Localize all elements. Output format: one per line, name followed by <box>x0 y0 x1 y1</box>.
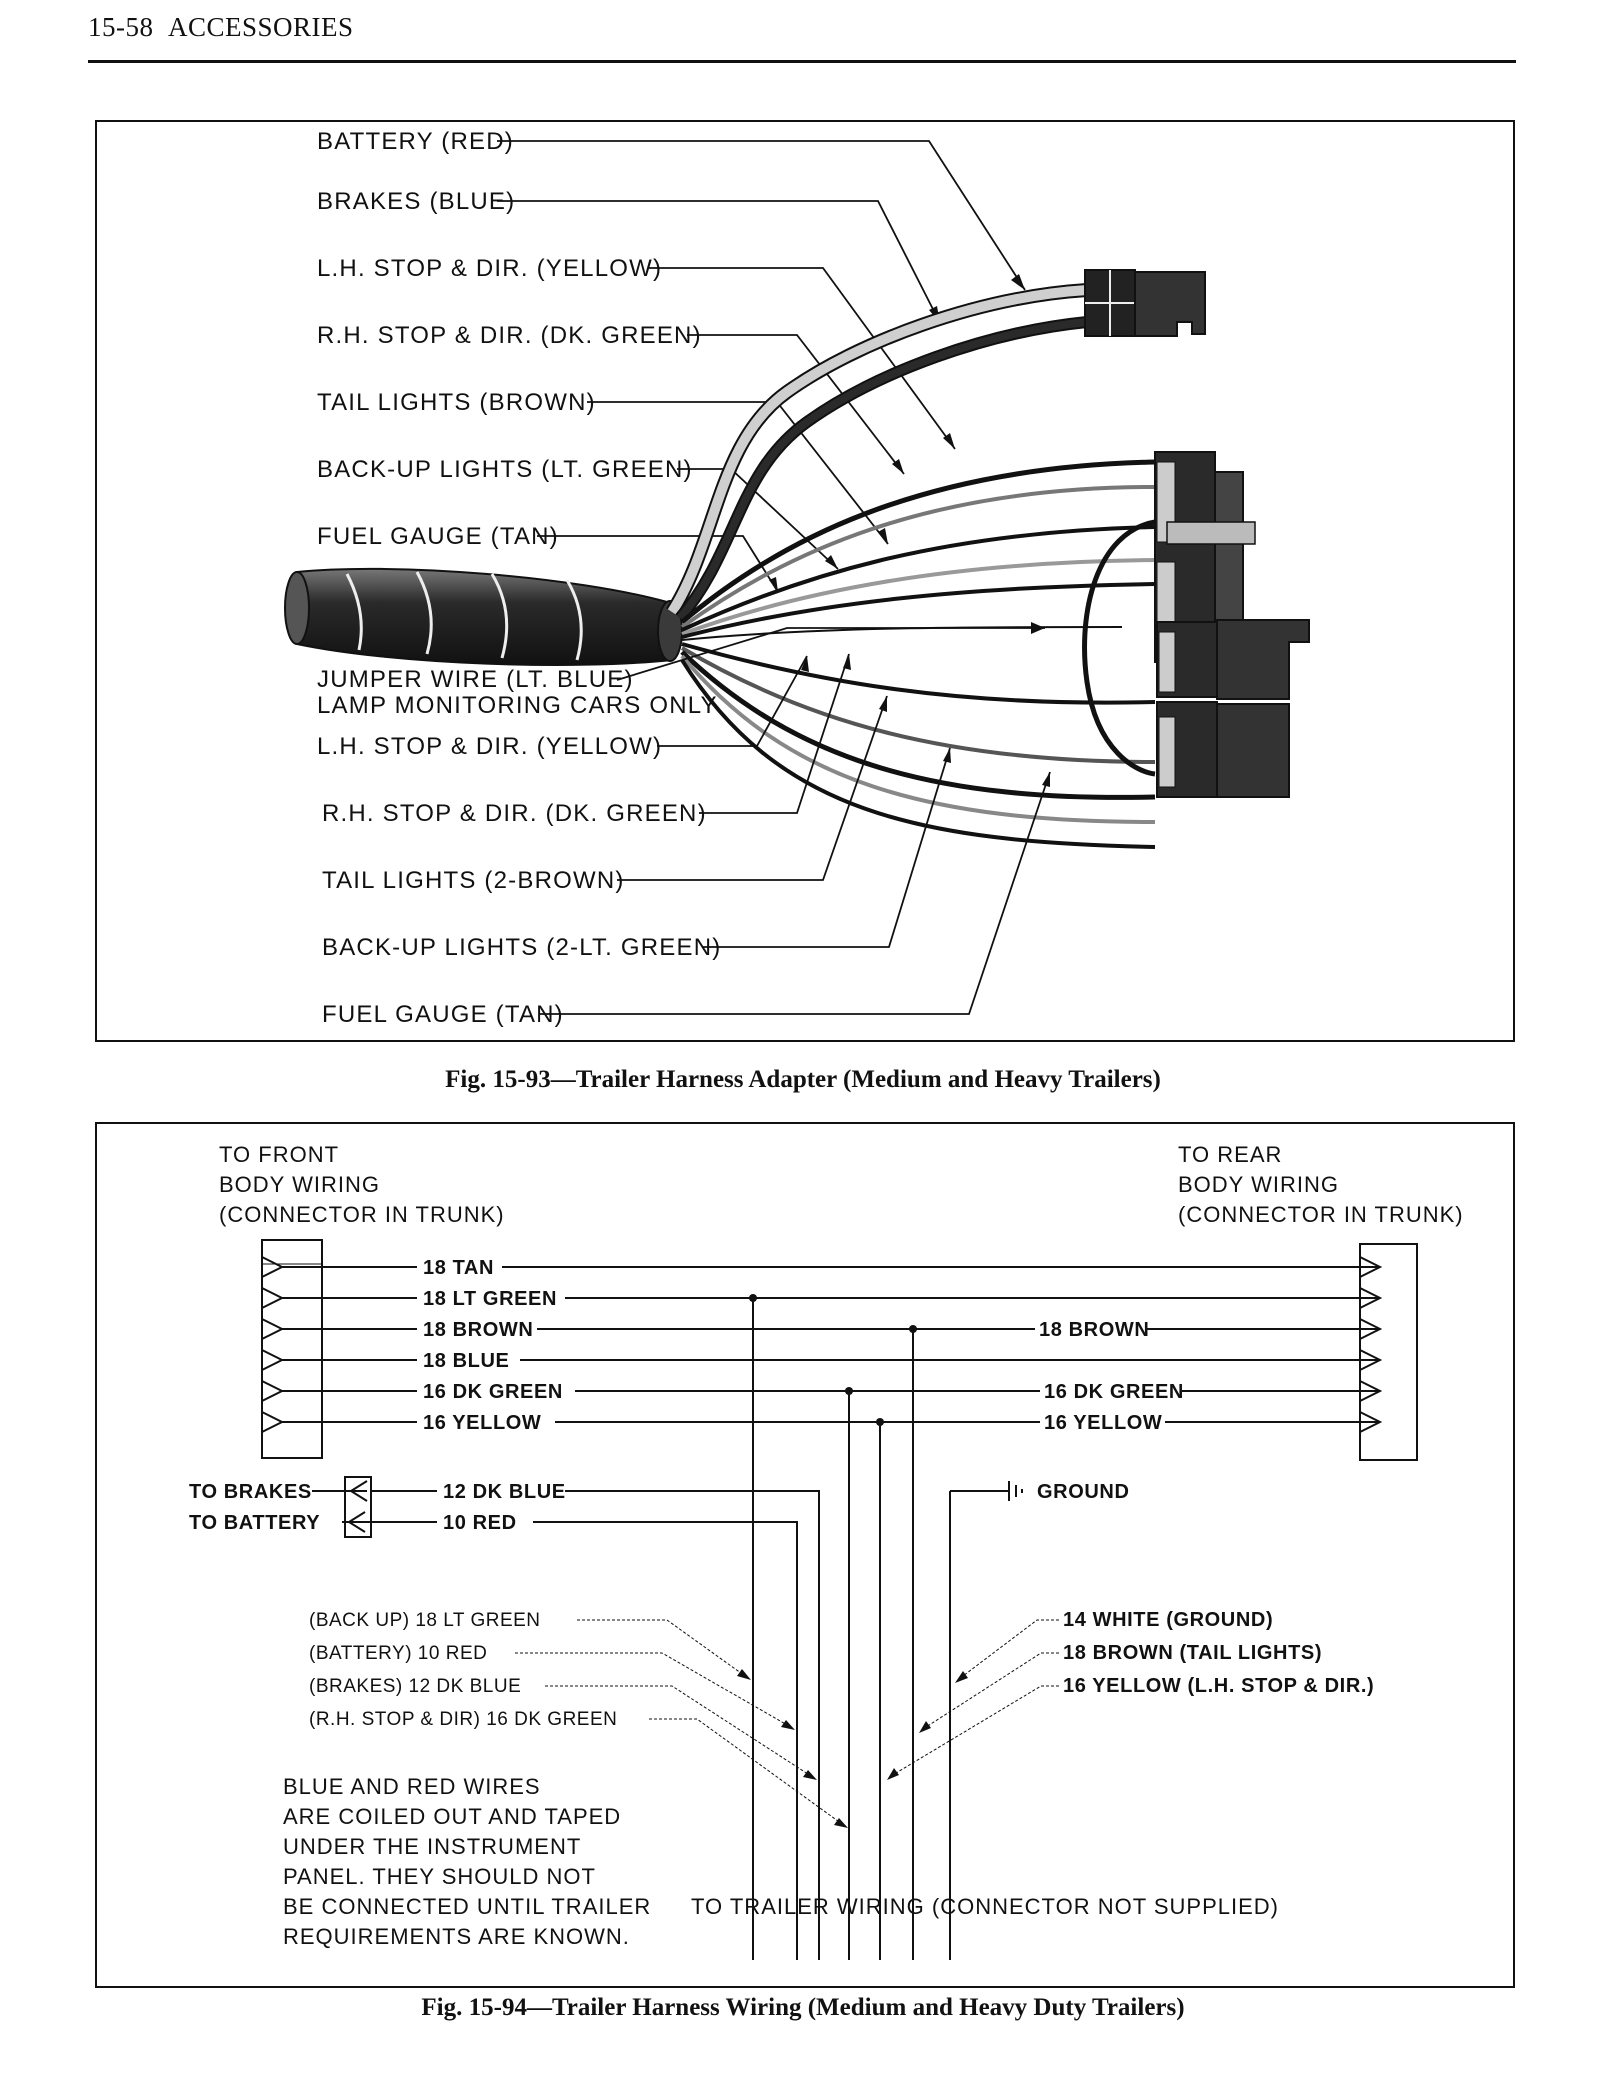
figure-harness-adapter: BATTERY (RED) BRAKES (BLUE) L.H. STOP & … <box>95 120 1515 1042</box>
label-rh-stop-dkgreen: R.H. STOP & DIR. (DK. GREEN) <box>317 322 702 349</box>
lower-wire-labels: JUMPER WIRE (LT. BLUE) LAMP MONITORING C… <box>317 666 721 1028</box>
label-jumper-ltblue: JUMPER WIRE (LT. BLUE) <box>317 666 634 693</box>
wire-12-dkblue: 12 DK BLUE <box>443 1481 566 1503</box>
figure2-caption: Fig. 15-94—Trailer Harness Wiring (Mediu… <box>421 1994 1185 2021</box>
label-brakes-blue: BRAKES (BLUE) <box>317 188 515 215</box>
right-callouts: 14 WHITE (GROUND) 18 BROWN (TAIL LIGHTS)… <box>1063 1609 1374 1697</box>
harness-adapter-illustration: BATTERY (RED) BRAKES (BLUE) L.H. STOP & … <box>284 128 1310 1028</box>
front-wire-labels: 18 TAN 18 LT GREEN 18 BROWN 18 BLUE 16 D… <box>423 1257 563 1434</box>
fanout-wires <box>666 283 1156 849</box>
figure-harness-wiring: TO FRONT BODY WIRING (CONNECTOR IN TRUNK… <box>95 1122 1515 1988</box>
callout-brakes-dkblue: (BRAKES) 12 DK BLUE <box>309 1676 521 1697</box>
label-backup-2ltgreen: BACK-UP LIGHTS (2-LT. GREEN) <box>322 934 721 961</box>
trailer-trunk-wires <box>752 1298 1023 1960</box>
wire-16-yellow-rear: 16 YELLOW <box>1044 1412 1162 1434</box>
note-line-4: PANEL. THEY SHOULD NOT <box>283 1864 596 1889</box>
label-rh-stop-dkgreen-2: R.H. STOP & DIR. (DK. GREEN) <box>322 800 707 827</box>
callout-battery-red: (BATTERY) 10 RED <box>309 1643 487 1664</box>
to-battery-label: TO BATTERY <box>189 1512 320 1534</box>
lower-arrowheads <box>801 622 1050 787</box>
label-lh-stop-yellow-2: L.H. STOP & DIR. (YELLOW) <box>317 733 662 760</box>
section-title: ACCESSORIES <box>168 12 354 42</box>
label-fuel-tan: FUEL GAUGE (TAN) <box>317 523 559 550</box>
main-cable <box>284 567 683 666</box>
left-callout-leaders <box>515 1619 843 1825</box>
ground-label: GROUND <box>1037 1481 1130 1503</box>
rear-wire-labels: 18 BROWN 16 DK GREEN 16 YELLOW <box>1039 1319 1184 1434</box>
wire-16-dkgreen-rear: 16 DK GREEN <box>1044 1381 1184 1403</box>
rear-label-line2: BODY WIRING <box>1178 1172 1339 1197</box>
wire-18-brown: 18 BROWN <box>423 1319 533 1341</box>
harness-wiring-schematic: TO FRONT BODY WIRING (CONNECTOR IN TRUNK… <box>189 1142 1464 1960</box>
note-line-2: ARE COILED OUT AND TAPED <box>283 1804 621 1829</box>
left-callout-arrowheads <box>737 1669 848 1828</box>
wire-18-tan: 18 TAN <box>423 1257 494 1279</box>
lower-leader-lines <box>539 627 1051 1015</box>
front-label-line1: TO FRONT <box>219 1142 339 1167</box>
callout-brown-tail: 18 BROWN (TAIL LIGHTS) <box>1063 1642 1322 1664</box>
wire-18-brown-rear: 18 BROWN <box>1039 1319 1149 1341</box>
rear-label-line3: (CONNECTOR IN TRUNK) <box>1178 1202 1464 1227</box>
page-number: 15-58 <box>88 12 154 42</box>
label-lamp-monitoring: LAMP MONITORING CARS ONLY <box>317 692 718 719</box>
trailer-wiring-label: TO TRAILER WIRING (CONNECTOR NOT SUPPLIE… <box>691 1894 1279 1919</box>
front-connector <box>261 1239 323 1459</box>
instrument-panel-note: BLUE AND RED WIRES ARE COILED OUT AND TA… <box>283 1774 651 1949</box>
page-header: 15-58 ACCESSORIES <box>88 12 354 43</box>
wire-18-blue: 18 BLUE <box>423 1350 509 1372</box>
note-line-5: BE CONNECTED UNTIL TRAILER <box>283 1894 651 1919</box>
wire-16-dkgreen: 16 DK GREEN <box>423 1381 563 1403</box>
wire-18-ltgreen: 18 LT GREEN <box>423 1288 557 1310</box>
note-line-1: BLUE AND RED WIRES <box>283 1774 541 1799</box>
rear-body-wiring-label: TO REAR BODY WIRING (CONNECTOR IN TRUNK) <box>1178 1142 1464 1227</box>
horizontal-wires <box>282 1266 1380 1423</box>
left-callouts: (BACK UP) 18 LT GREEN (BATTERY) 10 RED (… <box>309 1610 617 1730</box>
front-body-wiring-label: TO FRONT BODY WIRING (CONNECTOR IN TRUNK… <box>219 1142 505 1227</box>
brakes-battery-wires <box>533 1490 820 1960</box>
rear-connector <box>1359 1243 1418 1461</box>
front-label-line3: (CONNECTOR IN TRUNK) <box>219 1202 505 1227</box>
wire-10-red: 10 RED <box>443 1512 517 1534</box>
callout-rhstop-dkgreen: (R.H. STOP & DIR) 16 DK GREEN <box>309 1709 617 1730</box>
callout-backup-ltgreen: (BACK UP) 18 LT GREEN <box>309 1610 541 1631</box>
upper-arrowheads <box>769 274 1025 592</box>
note-line-3: UNDER THE INSTRUMENT <box>283 1834 581 1859</box>
wire-16-yellow: 16 YELLOW <box>423 1412 541 1434</box>
label-fuel-tan-2: FUEL GAUGE (TAN) <box>322 1001 564 1028</box>
rear-label-line1: TO REAR <box>1178 1142 1282 1167</box>
header-rule <box>88 60 1516 63</box>
label-backup-ltgreen: BACK-UP LIGHTS (LT. GREEN) <box>317 456 693 483</box>
upper-leader-lines <box>497 140 1026 593</box>
figure1-caption: Fig. 15-93—Trailer Harness Adapter (Medi… <box>445 1066 1161 1093</box>
connector-lower <box>1156 619 1310 798</box>
to-brakes-label: TO BRAKES <box>189 1481 312 1503</box>
callout-yellow-lhstop: 16 YELLOW (L.H. STOP & DIR.) <box>1063 1675 1374 1697</box>
label-lh-stop-yellow: L.H. STOP & DIR. (YELLOW) <box>317 255 662 282</box>
brakes-battery-connector: TO BRAKES TO BATTERY 12 DK BLUE 10 RED <box>189 1476 566 1538</box>
label-battery-red: BATTERY (RED) <box>317 128 514 155</box>
callout-white-ground: 14 WHITE (GROUND) <box>1063 1609 1273 1631</box>
front-label-line2: BODY WIRING <box>219 1172 380 1197</box>
note-line-6: REQUIREMENTS ARE KNOWN. <box>283 1924 630 1949</box>
right-callout-arrowheads <box>887 1671 968 1780</box>
label-tail-2brown: TAIL LIGHTS (2-BROWN) <box>322 867 625 894</box>
upper-wire-labels: BATTERY (RED) BRAKES (BLUE) L.H. STOP & … <box>317 128 702 550</box>
label-tail-brown: TAIL LIGHTS (BROWN) <box>317 389 596 416</box>
right-callout-leaders <box>890 1619 1059 1777</box>
connector-upper <box>1084 269 1206 337</box>
